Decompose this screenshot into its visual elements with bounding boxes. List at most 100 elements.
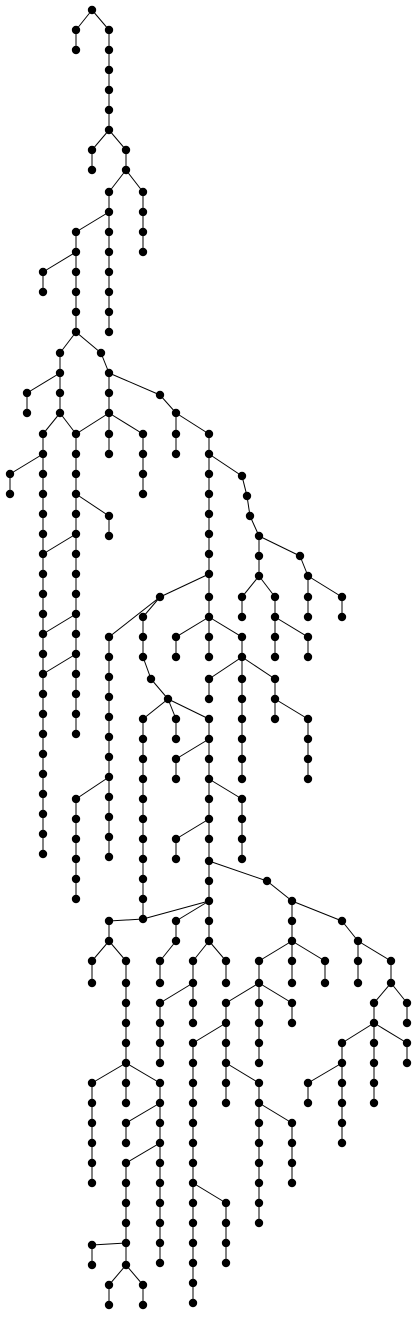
tree-node — [87, 956, 97, 966]
tree-node — [71, 45, 81, 55]
tree-node — [188, 1178, 198, 1188]
tree-node — [254, 998, 264, 1008]
tree-node — [204, 509, 214, 519]
tree-node — [138, 854, 148, 864]
tree-node — [104, 408, 114, 418]
tree-node — [71, 669, 81, 679]
tree-node — [38, 809, 48, 819]
tree-node — [155, 1038, 165, 1048]
tree-edge — [75, 211, 110, 233]
tree-edge — [373, 982, 392, 1004]
tree-edge — [91, 940, 110, 962]
tree-node — [369, 1038, 379, 1048]
tree-node — [204, 916, 214, 926]
tree-node — [171, 734, 181, 744]
tree-node — [121, 998, 131, 1008]
tree-edge — [175, 900, 210, 922]
tree-node — [38, 649, 48, 659]
tree-node — [38, 569, 48, 579]
tree-node — [254, 1078, 264, 1088]
tree-node — [138, 632, 148, 642]
tree-node — [38, 669, 48, 679]
tree-node — [337, 916, 347, 926]
tree-node — [104, 207, 114, 217]
tree-node — [87, 1178, 97, 1188]
tree-node — [71, 649, 81, 659]
tree-edge — [75, 412, 110, 435]
tree-node — [303, 571, 313, 581]
tree-node — [337, 1138, 347, 1148]
tree-node — [121, 1158, 131, 1168]
tree-node — [155, 1138, 165, 1148]
tree-node — [121, 1260, 131, 1270]
tree-node — [71, 429, 81, 439]
tree-node — [104, 1280, 114, 1290]
tree-node — [188, 1118, 198, 1128]
tree-edge — [142, 698, 169, 720]
tree-node — [221, 1258, 231, 1268]
tree-node — [171, 916, 181, 926]
tree-node — [71, 834, 81, 844]
tree-node — [38, 549, 48, 559]
tree-node — [155, 1218, 165, 1228]
tree-node — [270, 694, 280, 704]
tree-node — [204, 592, 214, 602]
tree-node — [303, 1098, 313, 1108]
tree-node — [71, 469, 81, 479]
tree-edge — [75, 331, 102, 354]
tree-node — [188, 1018, 198, 1028]
tree-node — [221, 1238, 231, 1248]
tree-node — [237, 834, 247, 844]
tree-node — [188, 1278, 198, 1288]
tree-node — [104, 732, 114, 742]
tree-node — [96, 348, 106, 358]
tree-node — [104, 531, 114, 541]
tree-node — [237, 794, 247, 804]
tree-node — [121, 1198, 131, 1208]
tree-edge — [159, 573, 210, 598]
tree-node — [104, 752, 114, 762]
tree-node — [104, 125, 114, 135]
tree-node — [204, 694, 214, 704]
tree-node — [71, 729, 81, 739]
tree-node — [104, 388, 114, 398]
tree-node — [386, 978, 396, 988]
tree-node — [337, 1038, 347, 1048]
tree-node — [87, 1240, 97, 1250]
tree-edge — [192, 940, 210, 962]
tree-node — [287, 1118, 297, 1128]
tree-edge — [175, 616, 210, 638]
tree-node — [87, 1158, 97, 1168]
tree-node — [71, 247, 81, 257]
tree-node — [188, 1218, 198, 1228]
tree-node — [369, 1018, 379, 1028]
tree-node — [287, 916, 297, 926]
tree-edge — [59, 412, 77, 435]
tree-node — [188, 956, 198, 966]
tree-edge — [208, 778, 243, 800]
tree-node — [71, 569, 81, 579]
tree-node — [221, 1218, 231, 1228]
tree-edge — [108, 412, 144, 435]
tree-node — [337, 1078, 347, 1088]
tree-node — [221, 1098, 231, 1108]
tree-edge — [208, 656, 243, 680]
tree-node — [188, 998, 198, 1008]
tree-node — [138, 1300, 148, 1310]
tree-node — [55, 408, 65, 418]
tree-edge — [208, 940, 227, 962]
tree-node — [237, 674, 247, 684]
tree-node — [155, 1178, 165, 1188]
tree-node — [121, 1098, 131, 1108]
tree-edge — [159, 940, 177, 962]
tree-node — [237, 814, 247, 824]
tree-node — [303, 774, 313, 784]
tree-node — [204, 936, 214, 946]
tree-node — [188, 1078, 198, 1088]
tree-node — [104, 45, 114, 55]
tree-node — [38, 449, 48, 459]
tree-node — [104, 692, 114, 702]
tree-node — [188, 1298, 198, 1308]
tree-node — [204, 489, 214, 499]
tree-node — [55, 348, 65, 358]
